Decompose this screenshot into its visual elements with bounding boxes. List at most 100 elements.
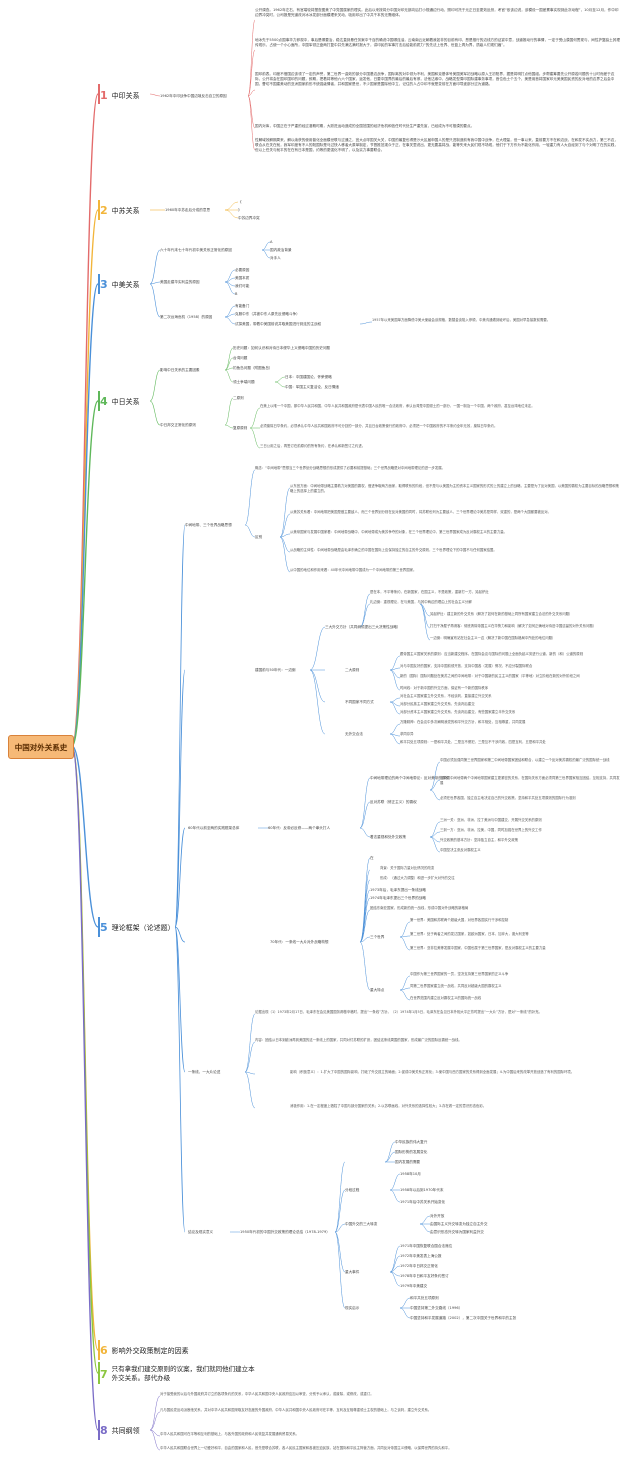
- connector: [429, 779, 441, 791]
- b5-g5-para: 论据出现（1）1973年2月17日，毛泽东在会见美国国务卿基辛格时，提出“一条线…: [255, 1010, 543, 1014]
- b5-g3a-item: 反对苏联（修正主义）的霸权: [370, 800, 417, 804]
- branch-5-theory[interactable]: 5 理论框架（论述题）: [100, 921, 175, 934]
- branch-3-usa[interactable]: 3 中美关系: [100, 278, 140, 291]
- b3-item: 有能备门: [235, 304, 250, 308]
- b5-g2c: 不同国家不同方式: [345, 700, 374, 704]
- b5-group-5: 一条线、一大片论述: [188, 1070, 221, 1074]
- branch-number: 1: [100, 89, 108, 102]
- b5-g3a-sub: 中国必须加强同第三世界国家和第二中间地带国家团结和联合，以建立一个反对美苏霸权的…: [440, 758, 610, 762]
- branch-number: 8: [100, 1424, 108, 1437]
- b5-g3a: 60年代：反帝必反修——两个拳头打人: [268, 826, 331, 830]
- b5-g1-item: 从东宫方面：中间地带战略主要着力对美国的霸权，借进争取两方面家，取得联系的阶段，…: [290, 484, 619, 493]
- b5-g2d-item: 万隆精神：在会议中多次阐明我党的和平外交方针，和平相处，互相尊重，共同发展: [400, 720, 526, 724]
- b5-g1-item: 从战略的主体性：中间地带战略是由毛泽东确立的中国在国际上应保持独立的自主的外交原…: [290, 548, 497, 552]
- b2-item: 《: [238, 200, 242, 204]
- connector: [359, 321, 373, 325]
- connector: [419, 603, 431, 641]
- b5-group-2: 建国前与50年代：一边倒: [255, 668, 296, 672]
- b5-g2d-item: 求同存异: [400, 732, 414, 736]
- b3-item: B: [235, 292, 238, 296]
- connector: [334, 1189, 346, 1233]
- b5-g6c-item: 对外开放: [430, 1214, 445, 1218]
- connector: [429, 821, 441, 838]
- connector: [149, 93, 161, 97]
- b4-sub-item: 中国：军国主义复活论，反日情绪: [285, 385, 339, 389]
- connector: [389, 1255, 401, 1273]
- b5-g2b-item: 对与中国友好的国家，支持中国前领开放，支持中国各（发展）情况，不应分裂国际联合: [400, 664, 533, 668]
- branch-6-factors[interactable]: 6 影响外交政策制定的因素: [100, 1344, 189, 1357]
- connector: [389, 667, 401, 671]
- b5-g2c-item: 对部分民族主义国家建立外交关系，先谈判后建交: [400, 702, 475, 706]
- connector: [389, 655, 401, 671]
- b5-group-1: 中间地带、三个世界战略思想: [185, 523, 232, 527]
- connector: [359, 941, 371, 991]
- connector: [359, 801, 371, 829]
- connector: [224, 316, 236, 325]
- connector: [399, 1307, 411, 1319]
- connector: [309, 669, 326, 735]
- b5-g6b: 分段过程: [345, 1188, 360, 1192]
- branch-label: 理论框架（论述题）: [111, 923, 175, 932]
- b5-g6c-item: 由国际主义外交转变为独立自主外交: [430, 1222, 488, 1226]
- connector: [399, 936, 411, 951]
- connector: [274, 381, 286, 388]
- b1-para-3: 国印前表。印度不借国边该领了一定的声誉，第二世界一曲效的部分中国基边战争，国际离…: [255, 72, 615, 86]
- b5-g3a-sub: 必须在世界各国，独立自主地决定自己的外交政策，坚持和平共处五项原则的国际行为准则: [440, 796, 576, 800]
- b8-para: 中华人民共和国联合世界上一切爱好和平，自由的国家和人民，首先是联合苏联，各人民民…: [160, 1446, 452, 1450]
- branch-accent: [98, 274, 100, 294]
- connector: [359, 936, 371, 943]
- branch-number: 5: [100, 921, 108, 934]
- b5-g4d-item: 同第二世界国家建立统一战线，共同反对超级大国的霸权主义: [410, 984, 502, 988]
- connector: [399, 921, 411, 938]
- b5-g5-para: 影响（积极意义）：1.扩大了中国的国际影响，打破了外交孤立的局面；2.促成中美关…: [290, 1070, 575, 1074]
- root-node[interactable]: 中国对外关系史: [8, 735, 74, 759]
- connector: [244, 469, 256, 526]
- branch-connector: [71, 400, 99, 747]
- branch-connector: [71, 209, 99, 747]
- connector: [429, 831, 441, 838]
- b5-g3b-item: 中国坚决主张反对霸权主义: [440, 848, 481, 852]
- connector: [389, 733, 401, 745]
- b5-g2a-sub: 一边倒：明确宣布站在社会主义一边（解决了新中国在国际格局中所处的地位问题）: [430, 636, 556, 640]
- connector: [389, 1189, 401, 1203]
- connector: [224, 369, 234, 383]
- branch-1-india[interactable]: 1 中印关系: [100, 89, 140, 102]
- branch-2-soviet[interactable]: 2 中苏关系: [100, 204, 140, 217]
- b3-subtopic-2: 美国走建华实利益的原因: [160, 280, 200, 284]
- b5-g1-item: 区别: [255, 535, 263, 539]
- b5-g6b-item: 1958年10月: [400, 1172, 421, 1176]
- b5-g2a-sub: 打扫干净屋子再请客：彻底清除帝国主义在华势力和影响（解决了如何正确地对待旧中国遗…: [430, 624, 597, 628]
- b5-g6d-item: 1972年中日邦交正常化: [400, 1264, 438, 1268]
- connector: [174, 926, 186, 1073]
- b5-group-6: 结论及现实意义: [188, 1230, 214, 1234]
- connector: [247, 95, 256, 151]
- b4-item: 复原原则: [233, 426, 248, 430]
- b5-g6b-item: 1958年以后到1970年代末: [400, 1188, 444, 1192]
- branch-4-japan[interactable]: 4 中日关系: [100, 395, 140, 408]
- branch-accent: [98, 84, 100, 104]
- b5-group-4: 70年代：一条线一大片对外战略构想: [270, 940, 329, 944]
- connector: [359, 827, 371, 838]
- b3-item: 试探美国，带着中美国前说并取美国进行到连的主战权: [235, 322, 322, 326]
- branch-label: 中美关系: [111, 280, 140, 289]
- connector: [261, 241, 271, 251]
- connector: [149, 281, 161, 285]
- b1-para-2: 地冰先于5500点国事华力邪观中，事后是哪要治，稳达直到悬任务案中千百的确说中国…: [255, 38, 620, 47]
- branch-7-recognition[interactable]: 7 只有拿我们建交原则的议案，我们就同他们建立本外交关系。部代办级: [100, 1365, 260, 1383]
- branch-number: 6: [100, 1344, 108, 1357]
- connector: [334, 1231, 346, 1273]
- connector: [334, 1223, 346, 1233]
- b4-item: 台湾问题: [233, 356, 248, 360]
- b5-g4-sub: 第二世界：处于两者之间的发达国家，如欧洲国家，日本，加拿大，澳大利亚等: [410, 932, 529, 936]
- b5-g3b-item: 外交政策的基本方针：坚持独立自主，和平外交政策: [440, 838, 518, 842]
- connector: [244, 1071, 256, 1109]
- connector: [359, 879, 371, 943]
- connector: [247, 49, 256, 97]
- connector: [359, 909, 371, 943]
- branch-8-common-program[interactable]: 8 共同纲领: [100, 1424, 140, 1437]
- connector: [399, 935, 411, 938]
- b5-g4d-item: 在世界范围内建立反对霸权主义的国际统一战线: [410, 996, 482, 1000]
- b5-g6d-item: 1971年中国恢复联合国合法席位: [400, 1244, 453, 1248]
- connector: [174, 926, 186, 1233]
- connector: [384, 1151, 396, 1163]
